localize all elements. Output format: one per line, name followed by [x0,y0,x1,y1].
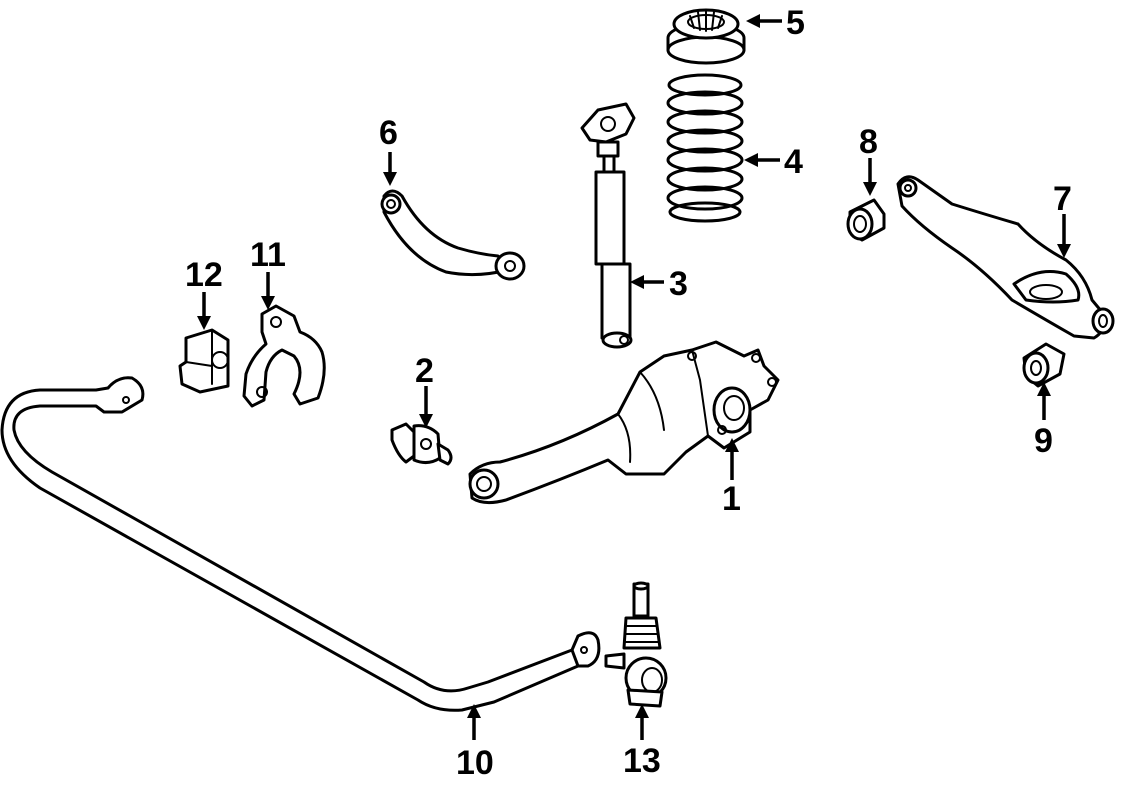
part-2-link-mount[interactable] [390,422,453,466]
part-1-trailing-arm[interactable] [468,340,780,505]
callout-12: 12 [185,256,223,294]
part-13-stabilizer-link[interactable] [604,581,668,708]
callout-1: 1 [722,480,741,518]
part-11-stabilizer-bracket[interactable] [242,304,326,408]
callout-10: 10 [456,744,494,782]
part-3-shock-absorber[interactable] [580,102,636,349]
callout-3: 3 [669,265,688,303]
part-4-coil-spring[interactable] [666,73,744,223]
callout-9: 9 [1034,422,1053,460]
callout-13: 13 [623,742,661,780]
callout-6: 6 [379,114,398,152]
part-12-stabilizer-bushing[interactable] [178,328,230,394]
part-6-upper-arm[interactable] [380,189,526,281]
part-8-bushing[interactable] [846,198,886,242]
part-7-lower-arm[interactable] [896,175,1115,340]
callout-5: 5 [786,4,805,42]
callout-7: 7 [1053,180,1072,218]
part-10-stabilizer-bar[interactable] [0,376,601,712]
callout-11: 11 [250,236,286,274]
part-9-bushing[interactable] [1022,342,1066,388]
callout-4: 4 [784,143,803,181]
callout-2: 2 [415,352,434,390]
part-5-spring-seat[interactable] [666,8,746,65]
callout-8: 8 [859,123,878,161]
